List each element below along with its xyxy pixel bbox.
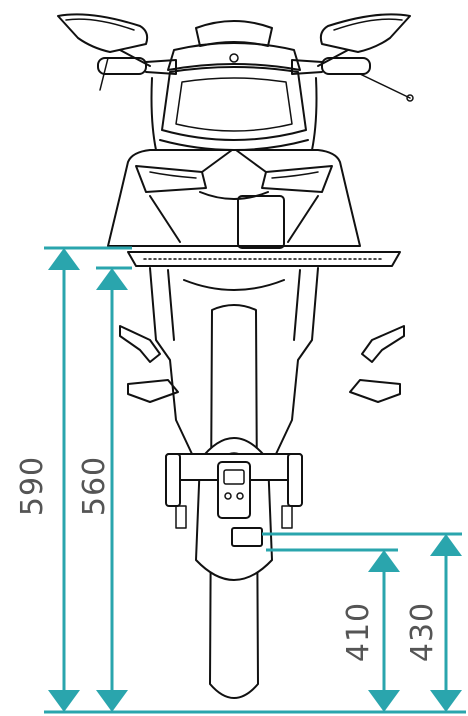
dimension-label-430: 430 <box>405 602 440 662</box>
tail-section <box>107 149 361 249</box>
dimension-lines <box>44 246 466 714</box>
dimension-430 <box>262 532 462 712</box>
license-plate-bracket <box>165 453 303 547</box>
dimension-560 <box>96 266 132 712</box>
dimension-590 <box>44 246 132 712</box>
dimension-label-560: 560 <box>77 456 112 516</box>
swingarm <box>149 267 319 455</box>
dimension-label-590: 590 <box>15 456 50 516</box>
dashboard <box>161 20 307 141</box>
motorcycle-outline <box>57 13 414 699</box>
tail-light-bar <box>127 251 401 267</box>
left-footpeg <box>119 325 179 403</box>
right-footpeg <box>349 325 405 403</box>
dimension-label-410: 410 <box>341 602 376 662</box>
handlebars <box>97 57 414 102</box>
dimension-410 <box>266 548 400 712</box>
